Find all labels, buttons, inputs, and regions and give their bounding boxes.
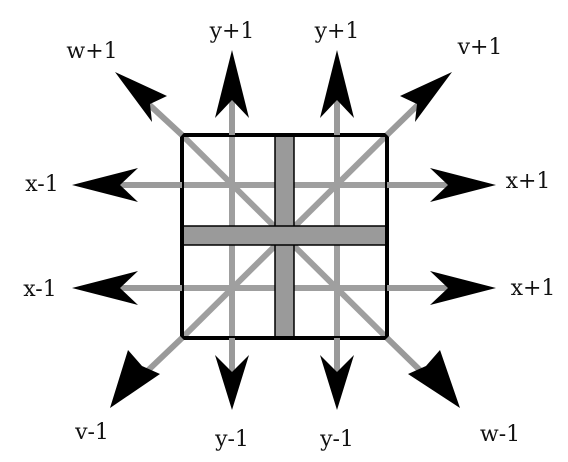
label-v-plus: v+1 <box>457 35 503 60</box>
label-v-minus: v-1 <box>74 420 109 445</box>
arrowhead-y-minus-right <box>320 355 354 410</box>
arrowhead-x-minus-bottom <box>72 271 138 305</box>
arrowheads <box>72 50 496 410</box>
label-y-minus-left: y-1 <box>214 427 249 452</box>
arrowhead-x-minus-top <box>72 168 138 202</box>
label-y-plus-left: y+1 <box>209 19 255 44</box>
arrowhead-y-minus-left <box>215 355 249 410</box>
outer-box <box>180 133 389 340</box>
arrowhead-w-plus <box>115 72 167 122</box>
label-x-minus-bottom: x-1 <box>23 277 56 302</box>
arrowhead-x-plus-bottom <box>430 271 496 305</box>
arrowhead-v-minus <box>110 350 160 408</box>
label-y-plus-right: y+1 <box>314 19 360 44</box>
label-x-plus-top: x+1 <box>506 169 551 194</box>
label-y-minus-right: y-1 <box>319 427 354 452</box>
label-w-minus: w-1 <box>480 422 520 447</box>
label-w-plus: w+1 <box>66 39 117 64</box>
label-x-plus-bottom: x+1 <box>511 276 556 301</box>
arrowhead-w-minus <box>408 350 460 408</box>
arrowhead-y-plus-right <box>320 50 354 118</box>
cross-horizontal-bar <box>181 225 388 246</box>
arrowhead-x-plus-top <box>430 168 496 202</box>
arrowhead-y-plus-left <box>215 50 249 118</box>
direction-labels: y+1 y+1 w+1 v+1 x-1 x+1 x-1 x+1 v-1 y-1 … <box>23 19 555 452</box>
arrowhead-v-plus <box>400 72 452 122</box>
label-x-minus-top: x-1 <box>25 172 58 197</box>
